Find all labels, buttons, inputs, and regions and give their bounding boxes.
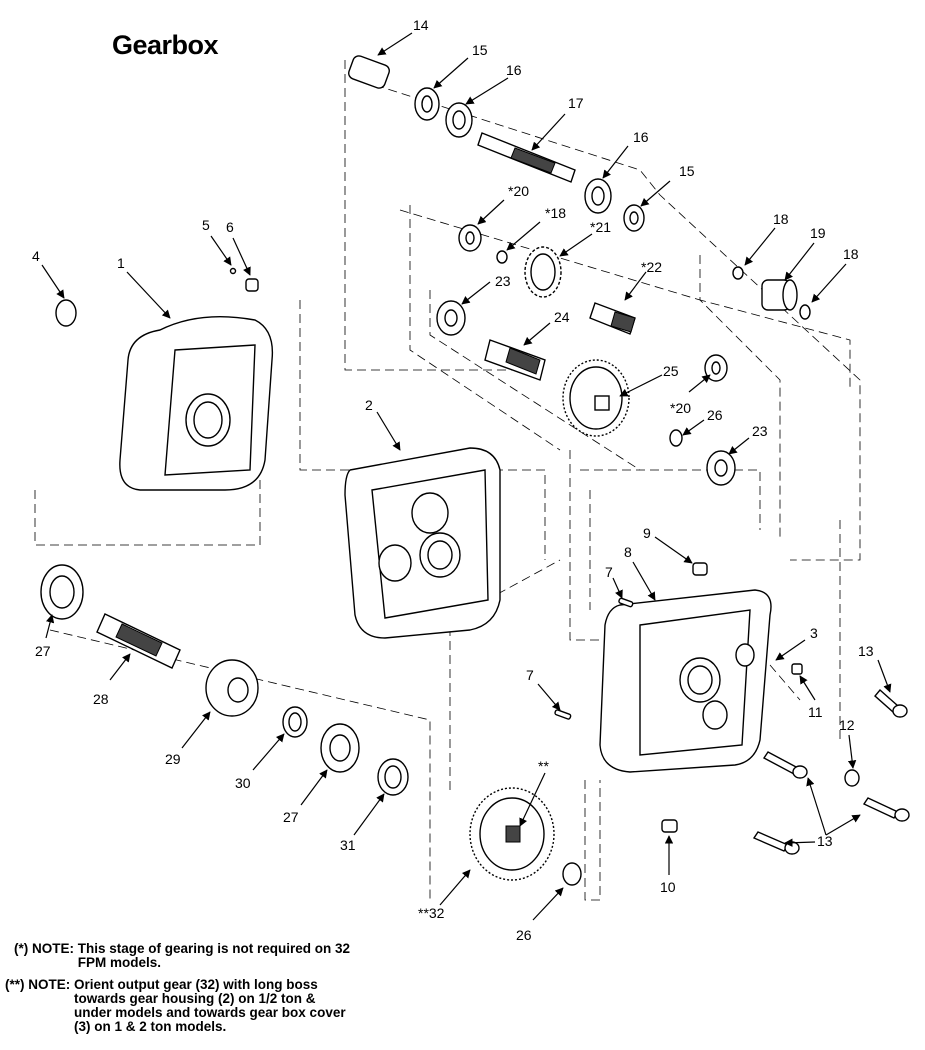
part-22-shaft xyxy=(589,302,636,335)
callout-14: 14 xyxy=(413,17,429,33)
part-20-bearing xyxy=(458,224,482,252)
part-27-bearing-right xyxy=(320,723,360,773)
part-2-gear-housing xyxy=(344,447,501,639)
callout-23: 23 xyxy=(752,423,768,439)
note1-text: This stage of gearing is not required on… xyxy=(77,941,351,970)
callout-16: 16 xyxy=(633,129,649,145)
callout-30: 30 xyxy=(235,775,251,791)
part-26-snap-ring-bottom xyxy=(562,862,582,886)
callout-17: 17 xyxy=(568,95,584,111)
part-9-plug xyxy=(692,562,708,576)
part-10-plug xyxy=(661,819,678,833)
callout-1: 1 xyxy=(117,255,125,271)
note-double-star: (**) NOTE: Orient output gear (32) with … xyxy=(5,978,346,1034)
callout-18: 18 xyxy=(773,211,789,227)
part-18-ring-right-a xyxy=(732,266,744,280)
callout-23: 23 xyxy=(495,273,511,289)
part-7-dowel-pin-top xyxy=(618,597,634,608)
callout-32: **32 xyxy=(418,905,445,921)
callout-26: 26 xyxy=(707,407,723,423)
callout-20: *20 xyxy=(670,400,691,416)
callout-26: 26 xyxy=(516,927,532,943)
part-29-hub xyxy=(205,659,259,717)
callout-22: *22 xyxy=(641,259,662,275)
callout-27: 27 xyxy=(35,643,51,659)
part-13-bolt-b xyxy=(762,751,808,779)
callout-2: 2 xyxy=(365,397,373,413)
part-20-bearing-right xyxy=(704,354,728,382)
note1-mark: (*) NOTE: xyxy=(14,941,74,956)
callout-18: 18 xyxy=(843,246,859,262)
part-13-bolt-c xyxy=(862,797,910,822)
part-28-output-shaft xyxy=(96,613,181,669)
callout-8: 8 xyxy=(624,544,632,560)
part-16-bearing-right xyxy=(584,178,612,214)
part-4-retainer xyxy=(55,299,77,327)
part-18-ring-right-b xyxy=(799,304,811,320)
callout-24: 24 xyxy=(554,309,570,325)
part-12-washer xyxy=(844,769,860,787)
callout-5: 5 xyxy=(202,217,210,233)
callout-3: 3 xyxy=(810,625,818,641)
part-30-washer xyxy=(282,706,308,738)
part-5-small-ball xyxy=(229,267,237,275)
callout-19: 19 xyxy=(810,225,826,241)
part-24-pinion-shaft xyxy=(484,339,546,381)
callout-16: 16 xyxy=(506,62,522,78)
callout-11: 11 xyxy=(808,704,823,720)
note2-mark: (**) NOTE: xyxy=(5,977,71,992)
part-17-shaft xyxy=(477,132,576,183)
callout-29: 29 xyxy=(165,751,181,767)
part-15-seal-top xyxy=(414,87,440,121)
part-15-seal-right xyxy=(623,204,645,232)
callout-27: 27 xyxy=(283,809,299,825)
part-13-bolt-a xyxy=(874,688,908,718)
part-18-ring xyxy=(496,250,508,264)
callout-labels: 14 15 16 17 16 15 *20 *18 *21 18 19 18 5… xyxy=(32,17,874,943)
part-23-bearing-left xyxy=(436,300,466,336)
part-6-fitting xyxy=(245,278,259,292)
callout-12: 12 xyxy=(839,717,855,733)
callout-20: *20 xyxy=(508,183,529,199)
part-3-gear-box-cover xyxy=(599,589,772,773)
part-31-seal xyxy=(377,758,409,796)
part-16-bearing-top xyxy=(445,102,473,138)
callout-18: *18 xyxy=(545,205,566,221)
part-23-bearing-right xyxy=(706,450,736,486)
note-single-star: (*) NOTE: This stage of gearing is not r… xyxy=(14,942,350,970)
callout-6: 6 xyxy=(226,219,234,235)
part-26-snap-ring xyxy=(669,429,683,447)
diagram-title: Gearbox xyxy=(112,30,219,60)
part-21-gear xyxy=(524,246,562,298)
part-19-pinion xyxy=(761,279,798,311)
part-11-plug xyxy=(791,663,803,675)
callout-28: 28 xyxy=(93,691,109,707)
part-1-motor-housing xyxy=(119,316,274,491)
callout-7: 7 xyxy=(605,564,613,580)
part-25-large-gear xyxy=(562,359,630,437)
part-32-output-gear xyxy=(469,787,555,881)
note2-text: Orient output gear (32) with long boss t… xyxy=(74,977,346,1034)
part-14-bushing xyxy=(348,55,390,89)
callout-4: 4 xyxy=(32,248,40,264)
part-7-dowel-pin-bottom xyxy=(554,709,572,720)
callout-9: 9 xyxy=(643,525,651,541)
part-27-bearing-left xyxy=(40,564,84,620)
callout-15: 15 xyxy=(679,163,695,179)
callout-13: 13 xyxy=(817,833,833,849)
callout-double-star: ** xyxy=(538,758,549,774)
part-13-bolt-d xyxy=(752,831,800,855)
callout-10: 10 xyxy=(660,879,676,895)
callout-21: *21 xyxy=(590,219,611,235)
callout-31: 31 xyxy=(340,837,356,853)
callout-25: 25 xyxy=(663,363,679,379)
leader-arrows xyxy=(41,32,892,921)
callout-13: 13 xyxy=(858,643,874,659)
callout-15: 15 xyxy=(472,42,488,58)
callout-7: 7 xyxy=(526,667,534,683)
